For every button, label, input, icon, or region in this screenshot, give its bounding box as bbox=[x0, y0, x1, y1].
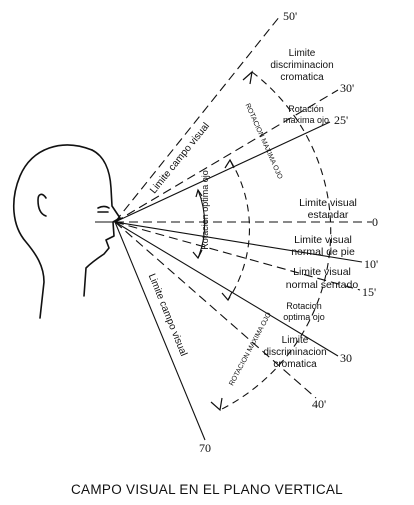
head-profile bbox=[14, 145, 120, 318]
discrim-dn-1: Limite bbox=[282, 335, 309, 346]
angle-30-up: 30' bbox=[340, 81, 354, 95]
rotated-labels: Limite campo visual Limite campo visual … bbox=[146, 103, 284, 388]
limite-campo-visual-lower: Limite campo visual bbox=[146, 272, 189, 358]
discrim-dn-2: discriminacion bbox=[263, 347, 326, 358]
lim-est-2: estandar bbox=[308, 209, 349, 221]
discrim-up-1: Limite bbox=[289, 48, 316, 59]
lim-sent-1: Limite visual bbox=[293, 266, 351, 278]
lim-pie-1: Limite visual bbox=[294, 234, 352, 246]
angle-top: 50' bbox=[283, 9, 297, 23]
discrim-dn-3: cromatica bbox=[273, 359, 317, 370]
discrim-up-3: cromatica bbox=[280, 72, 324, 83]
angle-30-down: 30 bbox=[340, 351, 352, 365]
arc-rotacion-optima bbox=[228, 160, 249, 300]
rot-max-1: Rotación bbox=[288, 104, 324, 114]
angle-15-down: 15' bbox=[362, 285, 376, 299]
rot-opt-2: optima ojo bbox=[283, 312, 325, 322]
discrim-up-2: discriminacion bbox=[270, 60, 333, 71]
lim-pie-2: normal de pie bbox=[291, 246, 355, 258]
angle-10-down: 10' bbox=[364, 257, 378, 271]
angle-40-down: 40' bbox=[312, 397, 326, 411]
rotacion-maxima-arc-upper: ROTACION MAXIMA OJO bbox=[244, 103, 284, 181]
rot-opt-1: Rotacion bbox=[286, 301, 322, 311]
rot-max-2: maxima ojo bbox=[283, 115, 329, 125]
angle-bottom: 70 bbox=[199, 441, 211, 455]
angle-25-up: 25' bbox=[334, 113, 348, 127]
lim-est-1: Limite visual bbox=[299, 197, 357, 209]
lim-sent-2: normal sentado bbox=[286, 279, 359, 291]
rotacion-optima-vertical: Rotacion optima ojo bbox=[200, 170, 210, 250]
angle-zero: 0 bbox=[372, 215, 378, 229]
line-70 bbox=[115, 222, 205, 440]
line-25-up bbox=[115, 122, 330, 222]
diagram-caption: CAMPO VISUAL EN EL PLANO VERTICAL bbox=[71, 482, 343, 497]
field-labels: Limite discriminacion cromatica Rotación… bbox=[263, 48, 358, 370]
